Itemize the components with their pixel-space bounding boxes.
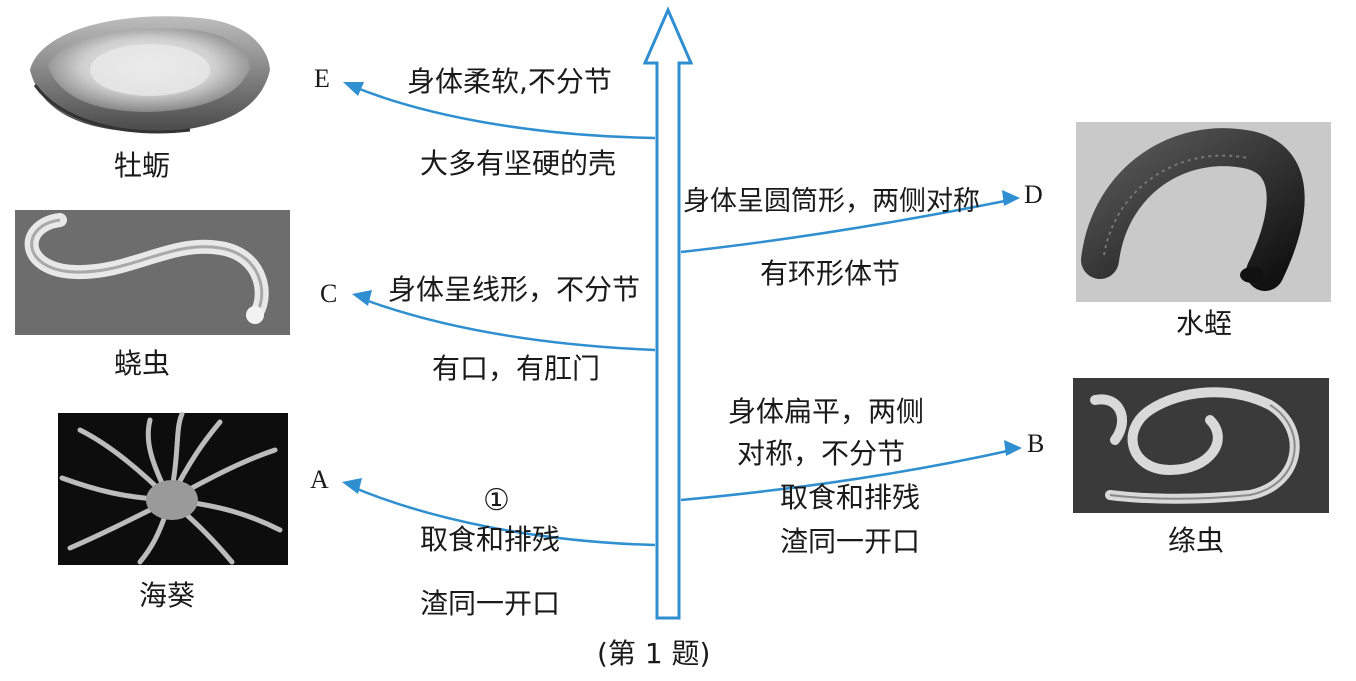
branch-B-line1: 身体扁平，两侧: [728, 395, 925, 428]
branch-A-line2: 渣同一开口: [420, 587, 561, 620]
arrowhead-E: [343, 82, 364, 96]
letter-D: D: [1024, 180, 1043, 209]
leech-photo: [1076, 122, 1331, 302]
branch-A-marker: ①: [483, 483, 510, 518]
branch-B-line3: 取食和排残: [780, 481, 921, 514]
pinworm-name: 蛲虫: [114, 347, 171, 380]
figure-caption: (第 1 题): [597, 637, 711, 670]
oyster-photo: [30, 16, 270, 134]
pinworm-photo: [15, 210, 290, 335]
branch-B-line4: 渣同一开口: [780, 525, 921, 558]
branch-arrow-A: [349, 484, 656, 547]
branch-D-line1: 身体呈圆筒形，两侧对称: [683, 186, 980, 217]
sea-anemone-photo: [58, 411, 288, 565]
branch-B-line2: 对称，不分节: [737, 437, 906, 470]
branch-E-line1: 身体柔软,不分节: [407, 65, 612, 98]
branch-arrow-B: [680, 448, 1013, 502]
tapeworm-photo: [1073, 378, 1329, 513]
branch-D-line2: 有环形体节: [760, 257, 901, 290]
branch-arrow-E: [351, 84, 656, 140]
arrowhead-A: [342, 478, 362, 494]
letter-E: E: [314, 64, 330, 93]
arrowhead-D: [1002, 190, 1020, 206]
branch-C-line1: 身体呈线形，不分节: [388, 273, 641, 306]
leech-name: 水蛭: [1176, 307, 1233, 340]
tapeworm-name: 绦虫: [1168, 524, 1225, 557]
branch-arrow-D: [680, 198, 1011, 254]
letter-A: A: [310, 465, 329, 494]
letter-B: B: [1027, 429, 1045, 458]
branch-C-line2: 有口，有肛门: [432, 352, 601, 385]
arrowhead-B: [1004, 440, 1022, 456]
arrowhead-C: [352, 290, 372, 306]
letter-C: C: [320, 279, 338, 308]
oyster-name: 牡蛎: [114, 149, 171, 182]
branch-E-line2: 大多有坚硬的壳: [420, 147, 617, 180]
branch-arrow-C: [359, 296, 656, 352]
trunk-arrow: [642, 6, 694, 620]
branch-A-line1: 取食和排残: [420, 523, 561, 556]
sea-anemone-name: 海葵: [139, 579, 196, 612]
